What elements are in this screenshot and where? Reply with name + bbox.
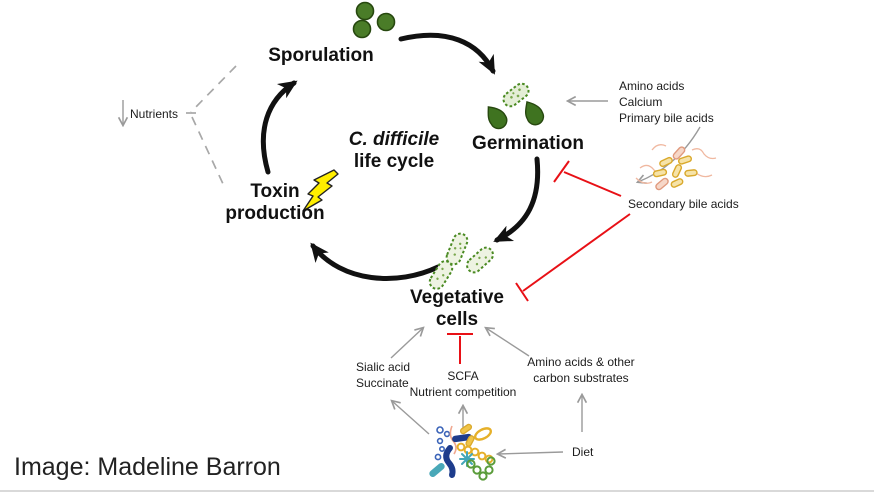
label-sialic-succinate: Sialic acid Succinate	[356, 360, 411, 390]
arrow-germination-to-vegetative	[493, 156, 541, 243]
arrow-vegetative-to-toxin	[310, 242, 441, 281]
inhibition-lines	[447, 160, 631, 364]
spore-drop-icons	[487, 100, 545, 130]
label-diet: Diet	[572, 445, 594, 459]
diagram-title: C. difficile life cycle	[348, 129, 440, 172]
label-nutrients: Nutrients	[130, 107, 179, 121]
bile-metabolizing-bacteria-icon	[635, 144, 717, 191]
label-sporulation: Sporulation	[268, 45, 374, 66]
cycle-arrows	[260, 32, 541, 281]
toxin-lightning-icon	[302, 169, 339, 212]
label-germination-inputs: Amino acids Calcium Primary bile acids	[619, 79, 714, 125]
secondary-bile-inhibits-germination	[553, 160, 622, 197]
secondary-bile-inhibits-vegetative	[515, 213, 631, 302]
image-credit: Image: Madeline Barron	[14, 453, 281, 481]
label-scfa-competition: SCFA Nutrient competition	[409, 369, 517, 399]
label-germination: Germination	[472, 133, 584, 154]
spore-cluster-icon	[352, 1, 396, 39]
scfa-inhibits-vegetative	[447, 333, 473, 364]
germinating-cell-icon	[502, 82, 530, 108]
vegetative-cells-icon	[428, 232, 494, 290]
label-secondary-bile-acids: Secondary bile acids	[628, 197, 739, 211]
label-carbon-substrates: Amino acids & other carbon substrates	[527, 355, 635, 385]
microbiome-to-sialic-arrow	[392, 401, 430, 435]
label-vegetative-cells: Vegetative cells	[410, 287, 504, 330]
arrow-sporulation-to-germination	[398, 32, 496, 75]
arrow-toxin-to-sporulation	[260, 80, 298, 175]
nutrient-bracket-dashes	[186, 65, 237, 187]
diet-to-microbiome-arrow	[498, 452, 564, 454]
carbon-to-vegetative-arrow	[486, 328, 530, 357]
label-toxin-production: Toxin production	[225, 181, 325, 224]
sialic-to-vegetative-arrow	[390, 328, 423, 359]
gut-microbiome-icon	[429, 423, 496, 481]
